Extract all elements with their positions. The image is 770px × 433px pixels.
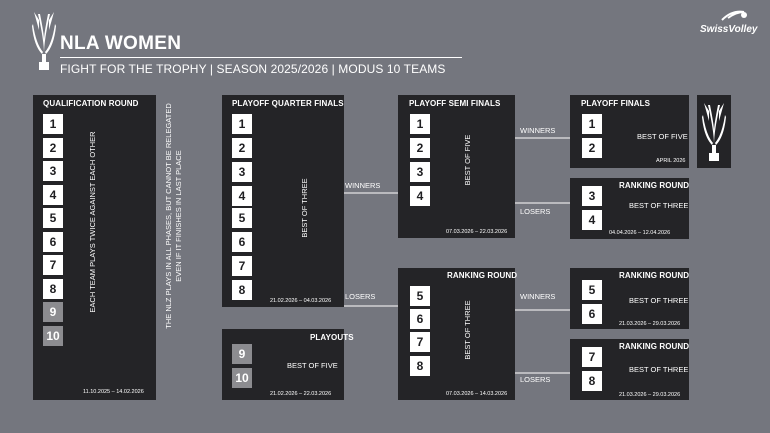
team-9: 9 bbox=[43, 302, 63, 322]
team-6: 6 bbox=[410, 309, 430, 329]
losers-label-sf: LOSERS bbox=[520, 207, 551, 216]
team-2: 2 bbox=[582, 138, 602, 158]
trophy-logo bbox=[30, 10, 58, 72]
semi-format: BEST OF FIVE bbox=[463, 134, 472, 186]
team-3: 3 bbox=[43, 161, 63, 181]
final-format: BEST OF FIVE bbox=[637, 132, 688, 141]
team-9: 9 bbox=[232, 344, 252, 364]
ranking-7-8-panel: RANKING ROUND 7 8 BEST OF THREE 21.03.20… bbox=[570, 339, 689, 400]
team-7: 7 bbox=[232, 256, 252, 276]
team-5: 5 bbox=[582, 280, 602, 300]
semi-dates: 07.03.2026 – 22.03.2026 bbox=[446, 229, 508, 235]
playouts-dates: 21.02.2026 – 22.03.2026 bbox=[270, 391, 332, 397]
quarter-format: BEST OF THREE bbox=[300, 178, 309, 238]
team-1: 1 bbox=[582, 114, 602, 134]
page-subtitle: FIGHT FOR THE TROPHY | SEASON 2025/2026 … bbox=[60, 62, 446, 76]
team-2: 2 bbox=[410, 138, 430, 158]
team-3: 3 bbox=[232, 162, 252, 182]
team-8: 8 bbox=[582, 371, 602, 391]
team-2: 2 bbox=[43, 138, 63, 158]
panel-title: PLAYOFF FINALS bbox=[581, 99, 651, 108]
ranking34-format: BEST OF THREE bbox=[629, 201, 689, 210]
team-1: 1 bbox=[43, 114, 63, 134]
winners-label-rr: WINNERS bbox=[520, 292, 556, 301]
losers-label-qf: LOSERS bbox=[345, 292, 376, 301]
panel-title: PLAYOFF SEMI FINALS bbox=[409, 99, 501, 108]
team-5: 5 bbox=[43, 208, 63, 228]
trophy-icon bbox=[702, 103, 726, 161]
panel-title: RANKING ROUND bbox=[447, 271, 518, 280]
team-3: 3 bbox=[410, 162, 430, 182]
panel-title: RANKING ROUND bbox=[619, 181, 690, 190]
panel-title: PLAYOUTS bbox=[310, 333, 354, 342]
team-4: 4 bbox=[43, 185, 63, 205]
ranking-5-8-panel: RANKING ROUND 5 6 7 8 BEST OF THREE 07.0… bbox=[398, 268, 518, 400]
ranking-3-4-panel: RANKING ROUND 3 4 BEST OF THREE 04.04.20… bbox=[570, 178, 689, 239]
team-6: 6 bbox=[43, 232, 63, 252]
title-underline bbox=[60, 57, 462, 58]
ranking58-dates: 07.03.2026 – 14.03.2026 bbox=[446, 391, 508, 397]
qualification-dates: 11.10.2025 – 14.02.2026 bbox=[83, 389, 144, 395]
team-1: 1 bbox=[410, 114, 430, 134]
team-7: 7 bbox=[582, 347, 602, 367]
nlz-note-line1: THE NLZ PLAYS IN ALL PHASES, BUT CANNOT … bbox=[164, 103, 173, 329]
team-8: 8 bbox=[410, 356, 430, 376]
nlz-note-line2: EVEN IF IT FINISHES IN LAST PLACE bbox=[174, 150, 183, 282]
team-10: 10 bbox=[43, 326, 63, 346]
ranking78-format: BEST OF THREE bbox=[629, 365, 689, 374]
ranking58-format: BEST OF THREE bbox=[463, 300, 472, 360]
panel-title: PLAYOFF QUARTER FINALS bbox=[232, 99, 344, 108]
brand-name: SwissVolley bbox=[700, 24, 758, 35]
quarter-finals-panel: PLAYOFF QUARTER FINALS 1 2 3 4 5 6 7 8 B… bbox=[222, 95, 344, 307]
page-title: NLA WOMEN bbox=[60, 33, 182, 54]
team-7: 7 bbox=[410, 332, 430, 352]
team-4: 4 bbox=[232, 186, 252, 206]
ranking56-format: BEST OF THREE bbox=[629, 296, 689, 305]
swissvolley-logo: SwissVolley bbox=[696, 8, 758, 38]
playouts-format: BEST OF FIVE bbox=[287, 361, 338, 370]
team-6: 6 bbox=[232, 232, 252, 252]
semi-finals-panel: PLAYOFF SEMI FINALS 1 2 3 4 BEST OF FIVE… bbox=[398, 95, 515, 238]
panel-title: RANKING ROUND bbox=[619, 271, 690, 280]
trophy-panel bbox=[697, 95, 731, 168]
team-1: 1 bbox=[232, 114, 252, 134]
team-5: 5 bbox=[232, 208, 252, 228]
team-4: 4 bbox=[582, 210, 602, 230]
volleyball-icon bbox=[721, 10, 747, 21]
ranking-5-6-panel: RANKING ROUND 5 6 BEST OF THREE 21.03.20… bbox=[570, 268, 689, 329]
playouts-panel: PLAYOUTS 9 10 BEST OF FIVE 21.02.2026 – … bbox=[222, 329, 354, 400]
team-10: 10 bbox=[232, 368, 252, 388]
ranking78-dates: 21.03.2026 – 29.03.2026 bbox=[619, 392, 681, 398]
team-5: 5 bbox=[410, 286, 430, 306]
qualification-panel: QUALIFICATION ROUND 1 2 3 4 5 6 7 8 9 10… bbox=[33, 95, 156, 400]
ranking34-dates: 04.04.2026 – 12.04.2026 bbox=[609, 230, 671, 236]
team-3: 3 bbox=[582, 186, 602, 206]
panel-title: QUALIFICATION ROUND bbox=[43, 99, 139, 108]
team-2: 2 bbox=[232, 138, 252, 158]
quarter-dates: 21.02.2026 – 04.03.2026 bbox=[270, 298, 332, 304]
ranking56-dates: 21.03.2026 – 29.03.2026 bbox=[619, 321, 681, 327]
final-dates: APRIL 2026 bbox=[656, 158, 686, 164]
panel-title: RANKING ROUND bbox=[619, 342, 690, 351]
losers-label-rr: LOSERS bbox=[520, 375, 551, 384]
team-8: 8 bbox=[43, 279, 63, 299]
final-panel: PLAYOFF FINALS 1 2 BEST OF FIVE APRIL 20… bbox=[570, 95, 689, 168]
team-7: 7 bbox=[43, 255, 63, 275]
trophy-icon bbox=[32, 12, 56, 70]
team-4: 4 bbox=[410, 186, 430, 206]
winners-label-sf: WINNERS bbox=[520, 126, 556, 135]
winners-label-qf: WINNERS bbox=[345, 181, 381, 190]
team-6: 6 bbox=[582, 304, 602, 324]
qualification-note: EACH TEAM PLAYS TWICE AGAINST EACH OTHER bbox=[88, 131, 97, 313]
team-8: 8 bbox=[232, 280, 252, 300]
